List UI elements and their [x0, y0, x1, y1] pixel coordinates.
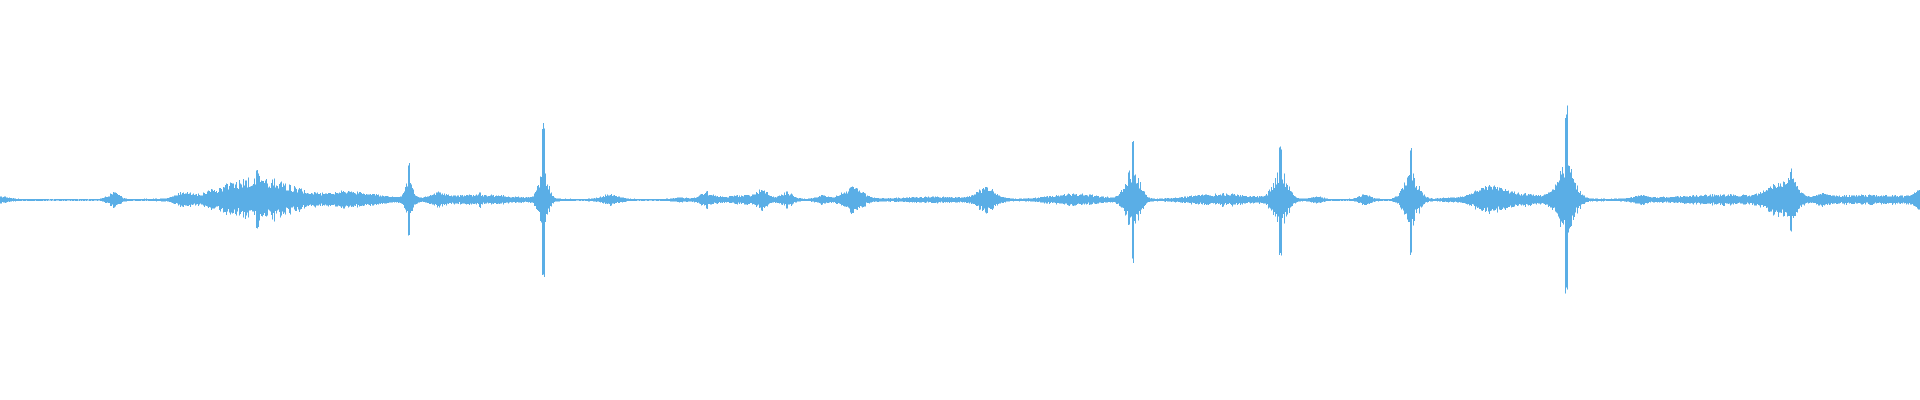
audio-waveform: [0, 105, 1920, 294]
